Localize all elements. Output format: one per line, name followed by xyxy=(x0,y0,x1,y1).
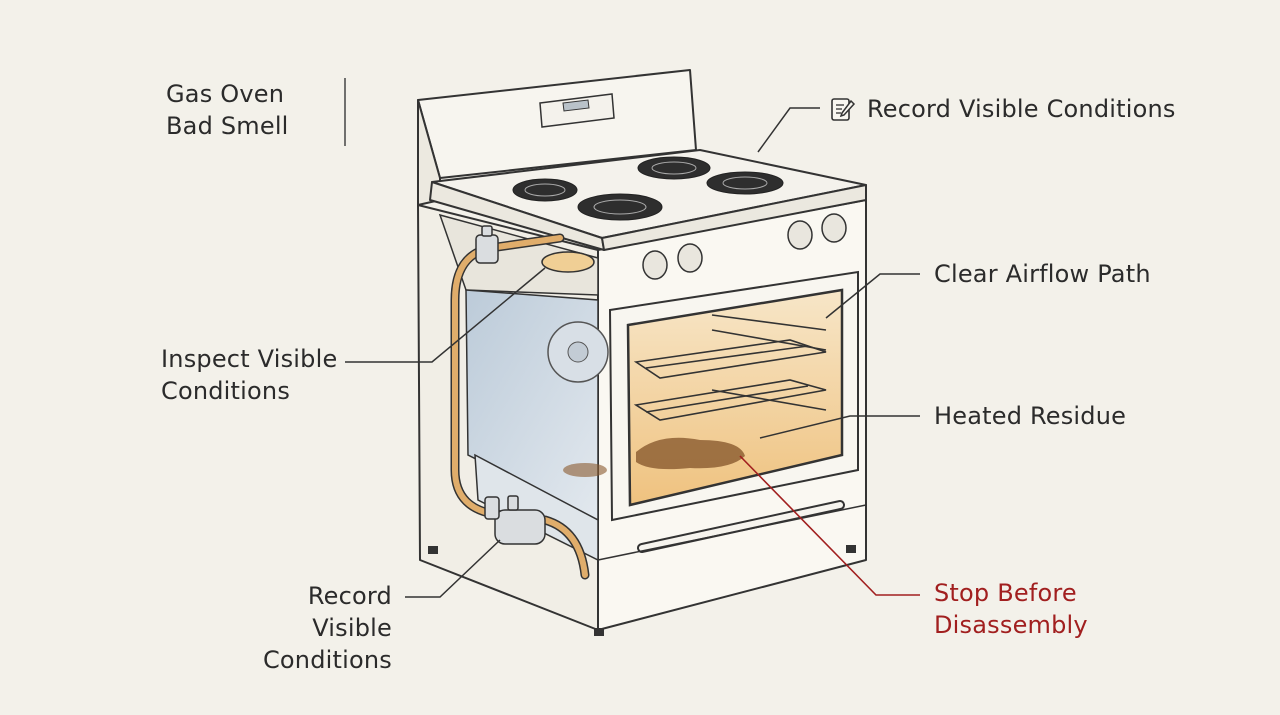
control-knobs xyxy=(642,213,847,280)
callout-stop-line-2: Disassembly xyxy=(934,611,1088,639)
callout-record-visible-conditions-top: Record Visible Conditions xyxy=(867,95,1176,123)
callout-inspect-line-1: Inspect Visible xyxy=(161,345,338,373)
callout-clear-airflow-path: Clear Airflow Path xyxy=(934,260,1151,288)
oven-feet xyxy=(428,545,856,636)
callout-stop-before-disassembly: Stop Before Disassembly xyxy=(934,577,1088,641)
leader-record-top xyxy=(757,107,820,153)
notepad-pencil-icon xyxy=(831,98,856,121)
residue-spill xyxy=(636,437,745,470)
title-line-2: Bad Smell xyxy=(166,112,289,140)
leader-record-bottom xyxy=(405,539,501,598)
gas-valve-top xyxy=(475,225,499,264)
burner-bowl xyxy=(541,251,595,273)
control-display xyxy=(539,93,615,128)
callout-record-visible-conditions-bottom: Record Visible Conditions xyxy=(226,580,392,676)
leader-inspect xyxy=(345,267,546,363)
title-line-1: Gas Oven xyxy=(166,80,285,108)
callout-record-bottom-line-2: Conditions xyxy=(262,646,392,674)
gas-regulator xyxy=(484,495,546,545)
burners xyxy=(512,156,784,221)
callout-inspect-visible-conditions: Inspect Visible Conditions xyxy=(161,343,337,407)
callout-inspect-line-2: Conditions xyxy=(161,377,291,405)
leader-stop xyxy=(739,455,920,596)
leader-residue xyxy=(759,415,920,439)
callout-record-bottom-line-1: Record Visible xyxy=(307,582,392,642)
diagram-title: Gas Oven Bad Smell xyxy=(166,78,289,142)
callout-stop-line-1: Stop Before xyxy=(934,579,1077,607)
callout-heated-residue: Heated Residue xyxy=(934,402,1127,430)
leader-lines xyxy=(345,107,920,598)
leader-airflow xyxy=(825,273,920,319)
oven-door xyxy=(597,270,867,561)
gas-pipe xyxy=(450,233,590,580)
